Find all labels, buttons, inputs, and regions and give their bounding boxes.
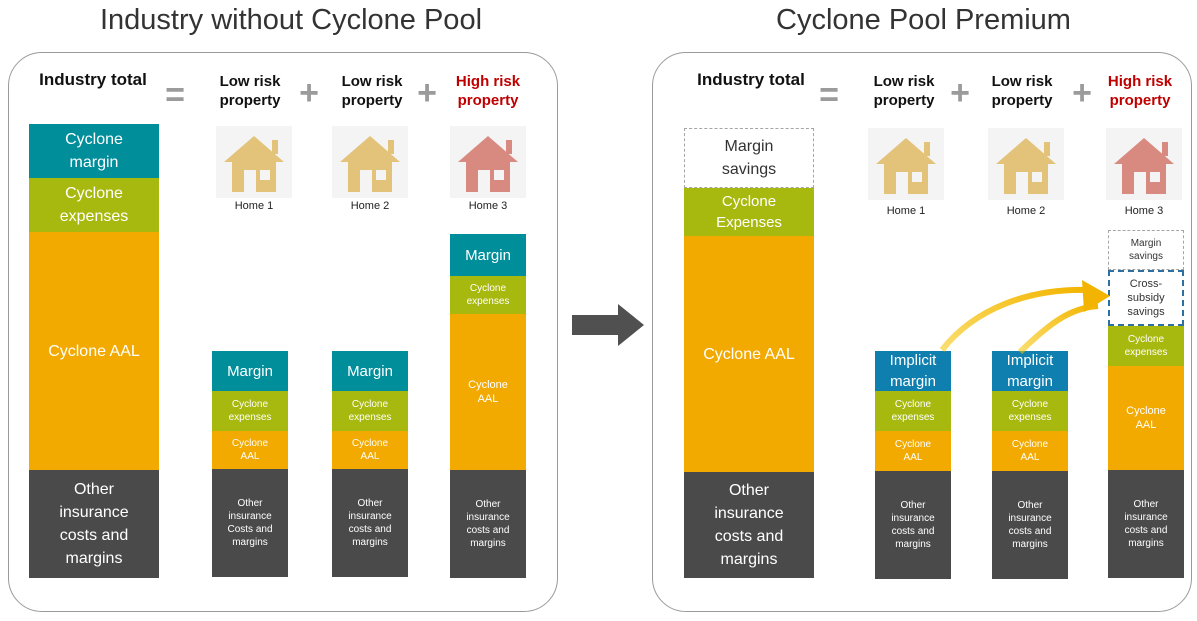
- right-home-2-bar: Implicit margin Cyclone expenses Cyclone…: [992, 351, 1068, 579]
- equals-icon: =: [165, 76, 185, 114]
- left-panel-title: Industry without Cyclone Pool: [99, 4, 483, 36]
- plus-icon: +: [299, 74, 319, 112]
- cyclone-expenses-segment: Cyclone Expenses: [684, 188, 814, 236]
- other-insurance-segment: Other insurance costs and margins: [332, 469, 408, 577]
- right-header-high-risk: High risk property: [1107, 73, 1173, 109]
- left-home-3-bar: Margin Cyclone expenses Cyclone AAL Othe…: [450, 234, 526, 578]
- margin-segment: Margin: [212, 351, 288, 391]
- cyclone-expenses-segment: Cyclone expenses: [1108, 326, 1184, 366]
- other-insurance-segment: Other insurance costs and margins: [29, 470, 159, 578]
- house-icon: [216, 126, 292, 198]
- house-icon: [868, 128, 944, 200]
- cyclone-margin-segment: Cyclone margin: [29, 124, 159, 178]
- left-header-industry-total: Industry total: [39, 70, 147, 89]
- right-header-industry-total: Industry total: [697, 70, 805, 89]
- cyclone-expenses-segment: Cyclone expenses: [212, 391, 288, 431]
- margin-segment: Margin: [332, 351, 408, 391]
- cyclone-expenses-segment: Cyclone expenses: [332, 391, 408, 431]
- left-header-low-risk-1: Low risk property: [219, 73, 281, 109]
- right-arrow-icon: [572, 304, 644, 346]
- implicit-margin-segment: Implicit margin: [992, 351, 1068, 391]
- right-header-low-risk-1: Low risk property: [873, 73, 935, 109]
- other-insurance-segment: Other insurance Costs and margins: [212, 469, 288, 577]
- cyclone-aal-segment: Cyclone AAL: [332, 431, 408, 469]
- house-icon: [1106, 128, 1182, 200]
- home-1-label: Home 1: [886, 205, 926, 217]
- left-header-low-risk-2: Low risk property: [341, 73, 403, 109]
- other-insurance-segment: Other insurance costs and margins: [875, 471, 951, 579]
- implicit-margin-segment: Implicit margin: [875, 351, 951, 391]
- plus-icon: +: [1072, 74, 1092, 112]
- cyclone-expenses-segment: Cyclone expenses: [875, 391, 951, 431]
- right-home-3-bar: Margin savings Cross- subsidy savings Cy…: [1108, 230, 1184, 578]
- house-icon: [450, 126, 526, 198]
- home-3-label: Home 3: [468, 200, 508, 212]
- cyclone-aal-segment: Cyclone AAL: [992, 431, 1068, 471]
- other-insurance-segment: Other insurance costs and margins: [684, 472, 814, 578]
- margin-savings-segment: Margin savings: [684, 128, 814, 188]
- margin-segment: Margin: [450, 234, 526, 276]
- margin-savings-segment: Margin savings: [1108, 230, 1184, 270]
- left-home-1-bar: Margin Cyclone expenses Cyclone AAL Othe…: [212, 351, 288, 577]
- home-3-label: Home 3: [1124, 205, 1164, 217]
- cyclone-expenses-segment: Cyclone expenses: [992, 391, 1068, 431]
- house-icon: [332, 126, 408, 198]
- plus-icon: +: [417, 74, 437, 112]
- left-home-2-bar: Margin Cyclone expenses Cyclone AAL Othe…: [332, 351, 408, 577]
- right-home-1-bar: Implicit margin Cyclone expenses Cyclone…: [875, 351, 951, 579]
- cyclone-aal-segment: Cyclone AAL: [29, 232, 159, 470]
- right-panel-title: Cyclone Pool Premium: [776, 4, 1071, 36]
- home-2-label: Home 2: [350, 200, 390, 212]
- home-2-label: Home 2: [1006, 205, 1046, 217]
- other-insurance-segment: Other insurance costs and margins: [1108, 470, 1184, 578]
- left-industry-total-bar: Cyclone margin Cyclone expenses Cyclone …: [29, 124, 159, 578]
- cyclone-aal-segment: Cyclone AAL: [875, 431, 951, 471]
- curved-arrow-icon: [939, 280, 1110, 355]
- right-header-low-risk-2: Low risk property: [991, 73, 1053, 109]
- other-insurance-segment: Other insurance costs and margins: [992, 471, 1068, 579]
- cyclone-aal-segment: Cyclone AAL: [1108, 366, 1184, 470]
- right-industry-total-bar: Margin savings Cyclone Expenses Cyclone …: [684, 128, 814, 578]
- cyclone-aal-segment: Cyclone AAL: [450, 314, 526, 470]
- other-insurance-segment: Other insurance costs and margins: [450, 470, 526, 578]
- left-header-high-risk: High risk property: [455, 73, 521, 109]
- plus-icon: +: [950, 74, 970, 112]
- equals-icon: =: [819, 76, 839, 114]
- cyclone-aal-segment: Cyclone AAL: [212, 431, 288, 469]
- cyclone-aal-segment: Cyclone AAL: [684, 236, 814, 472]
- cyclone-expenses-segment: Cyclone expenses: [450, 276, 526, 314]
- home-1-label: Home 1: [234, 200, 274, 212]
- cross-subsidy-savings-segment: Cross- subsidy savings: [1108, 270, 1184, 326]
- house-icon: [988, 128, 1064, 200]
- cyclone-expenses-segment: Cyclone expenses: [29, 178, 159, 232]
